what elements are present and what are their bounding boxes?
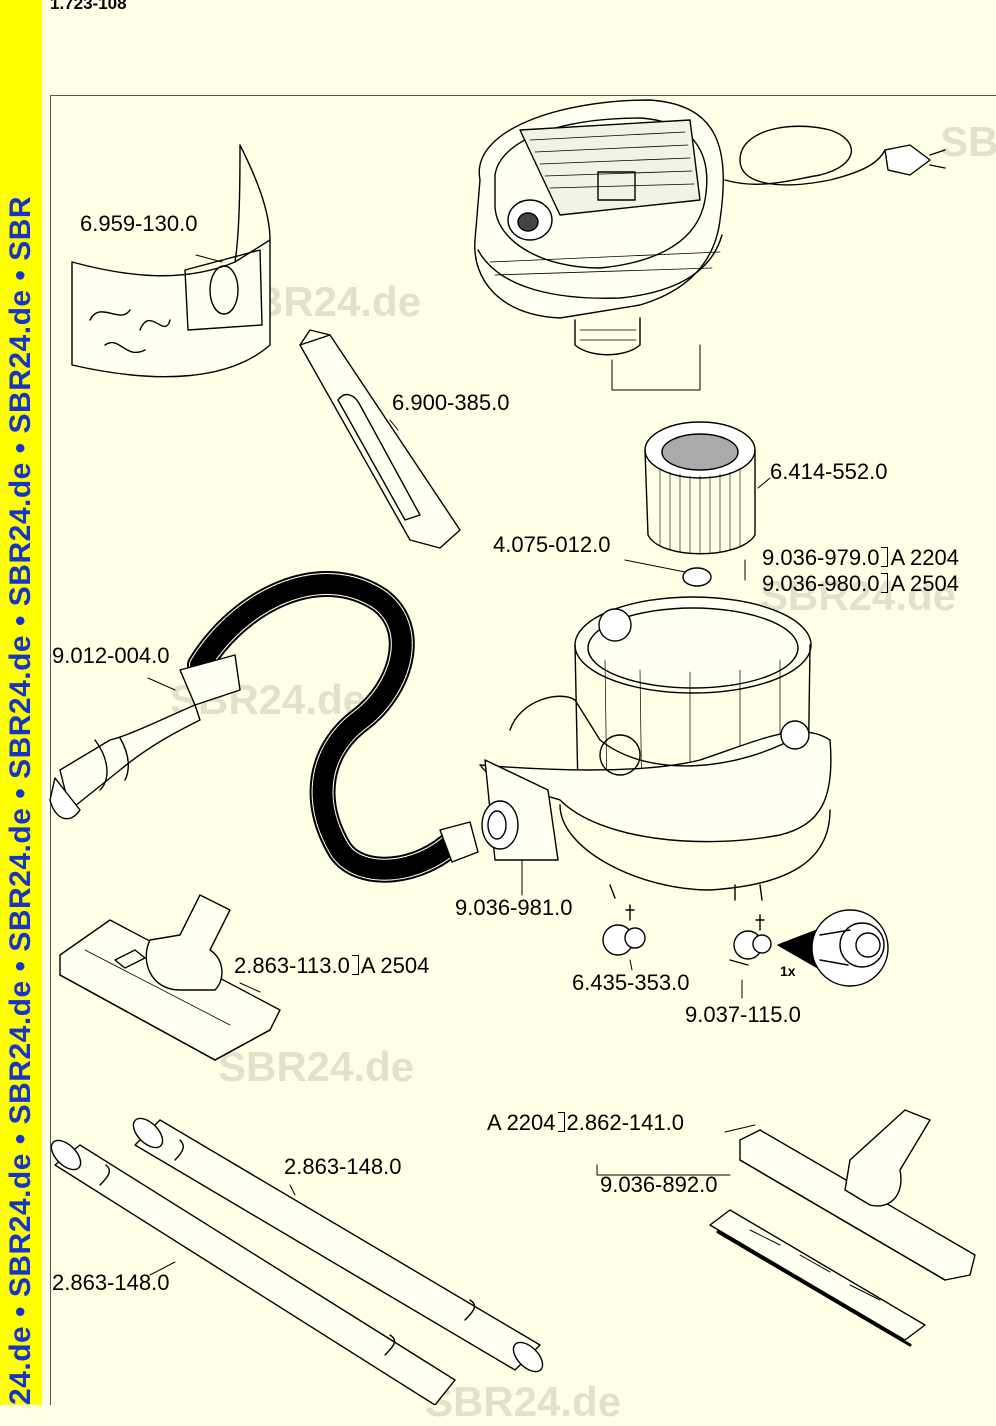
crevice-nozzle-drawing: [299, 329, 461, 549]
label-nozzle-inserts: 9.036-892.0: [600, 1172, 718, 1197]
motor-head-drawing: [474, 99, 946, 356]
label-hose-adapter: 9.036-981.0: [455, 895, 573, 920]
watermark: SBR24.de: [760, 572, 957, 619]
part-number: 2.862-141.0: [566, 1110, 684, 1135]
label-caster-qty: 1x: [780, 963, 796, 979]
wet-dry-nozzle-drawing: [709, 1109, 976, 1347]
label-tube-1: 2.863-148.0: [284, 1154, 402, 1179]
tube-1-drawing: [132, 1117, 544, 1373]
variant: A 2504: [890, 571, 959, 596]
container-drawing: [479, 596, 832, 901]
label-floor-nozzle: 2.863-113.0 A 2504: [234, 954, 429, 978]
part-number: 9.036-979.0: [762, 545, 880, 570]
side-strip: 24.de • SBR24.de • SBR24.de • SBR24.de •…: [0, 0, 42, 1405]
watermark: SBR24.de: [218, 1043, 415, 1090]
variant: A 2504: [360, 953, 430, 978]
caster-fixed-drawing: [602, 904, 646, 956]
caster-swivel-drawing: [729, 909, 889, 987]
label-wet-dry-nozzle: A 2204 2.862-141.0: [487, 1111, 684, 1135]
watermark: SBR24.de: [940, 118, 996, 165]
document-number: 1.723-108: [50, 0, 127, 13]
label-caster-fixed: 6.435-353.0: [572, 970, 690, 995]
label-gasket: 4.075-012.0: [493, 532, 611, 557]
hose-drawing: [49, 571, 479, 883]
label-hose: 9.012-004.0: [52, 643, 170, 668]
label-cartridge-filter: 6.414-552.0: [770, 459, 888, 484]
filter-bag-drawing: [71, 144, 271, 378]
label-filter-bag: 6.959-130.0: [80, 211, 198, 236]
label-crevice-nozzle: 6.900-385.0: [392, 390, 510, 415]
part-number: 2.863-113.0: [234, 953, 350, 978]
label-caster-swivel: 9.037-115.0: [685, 1002, 801, 1027]
label-tube-2: 2.863-148.0: [52, 1270, 170, 1295]
variant: A 2204: [890, 545, 959, 570]
part-number: 9.036-980.0: [762, 571, 880, 596]
floor-nozzle-drawing: [59, 894, 281, 1061]
diagram-frame: [50, 95, 996, 1405]
label-container-a: 9.036-979.0 A 2204: [762, 546, 959, 570]
label-container-b: 9.036-980.0 A 2504: [762, 572, 959, 596]
cartridge-filter-drawing: [644, 421, 756, 555]
tube-2-drawing: [50, 1139, 456, 1405]
variant: A 2204: [487, 1110, 556, 1135]
